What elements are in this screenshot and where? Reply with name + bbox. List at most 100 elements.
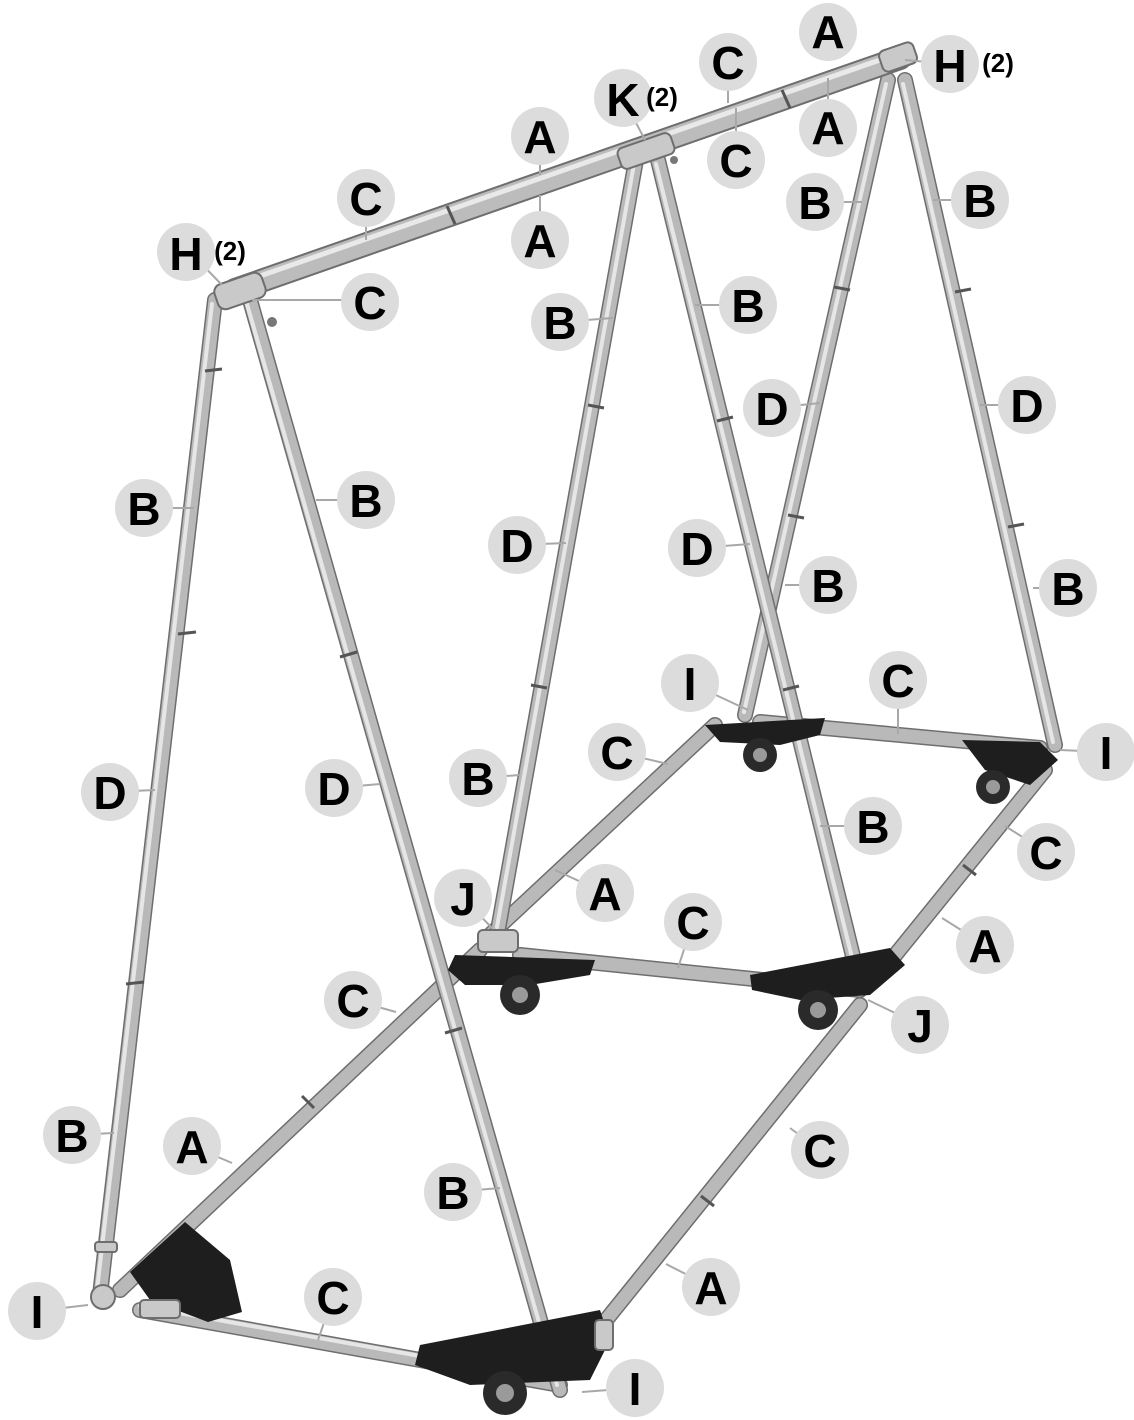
callout-bubble <box>1017 823 1075 881</box>
callout-letter: D <box>680 523 713 575</box>
callout-c-13: C <box>252 273 399 331</box>
callout-letter: B <box>798 177 831 229</box>
callout-bubble <box>799 3 857 61</box>
callout-letter: B <box>1051 563 1084 615</box>
callout-letter: C <box>711 37 744 89</box>
callout-c-37: C <box>324 971 397 1029</box>
callout-bubble <box>956 916 1014 974</box>
tube-front-left-leg <box>92 292 223 1303</box>
callout-a-10: A <box>511 195 569 269</box>
callout-b-15: B <box>695 276 777 334</box>
callout-bubble <box>799 556 857 614</box>
tube-top-beam <box>223 46 912 302</box>
callout-letter: H <box>933 40 966 92</box>
callout-bubble <box>1039 559 1097 617</box>
callout-letter: D <box>500 520 533 572</box>
callout-letter: B <box>731 280 764 332</box>
callout-bubble <box>576 864 634 922</box>
callout-letter: C <box>336 975 369 1027</box>
callout-bubble <box>786 173 844 231</box>
callout-bubble <box>661 654 719 712</box>
callout-letter: K <box>606 74 639 126</box>
callout-bubble <box>43 1106 101 1164</box>
callout-bubble <box>719 276 777 334</box>
callout-letter: I <box>629 1363 642 1415</box>
fitting-top-middle-k <box>616 132 678 170</box>
callout-letter: B <box>436 1167 469 1219</box>
callout-letter: D <box>317 763 350 815</box>
callout-letter: A <box>523 215 556 267</box>
callout-h-9: H (2) <box>157 223 246 286</box>
callout-letter: C <box>316 1272 349 1324</box>
callout-letter: B <box>543 297 576 349</box>
callout-c-32: C <box>1004 823 1075 881</box>
callout-letter: A <box>175 1121 208 1173</box>
callout-c-26: C <box>588 723 669 781</box>
callout-bubble <box>115 479 173 537</box>
callout-b-30: B <box>449 749 521 807</box>
callout-bubble <box>449 749 507 807</box>
callout-b-31: B <box>820 797 902 855</box>
callout-letter: B <box>856 801 889 853</box>
callout-letter: H <box>169 228 202 280</box>
callout-c-25: C <box>869 651 927 734</box>
callout-bubble <box>424 1163 482 1221</box>
callout-letter: B <box>811 560 844 612</box>
callout-a-7: A <box>511 107 569 175</box>
callout-letter: D <box>755 383 788 435</box>
callout-bubble <box>511 211 569 269</box>
callout-b-14: B <box>531 293 614 351</box>
callout-bubble <box>998 376 1056 434</box>
callout-bubble <box>305 759 363 817</box>
callout-bubble <box>951 171 1009 229</box>
callout-bubble <box>588 723 646 781</box>
callout-a-5: A <box>799 78 857 157</box>
callout-bubble <box>707 131 765 189</box>
tube-middle-left-leg <box>490 152 644 938</box>
callout-bubble <box>921 35 979 93</box>
tube-joint-bands <box>125 89 1025 1208</box>
callout-bubble <box>81 763 139 821</box>
callout-letter: C <box>803 1125 836 1177</box>
callout-letter: D <box>93 767 126 819</box>
callout-bubble <box>791 1121 849 1179</box>
callout-j-33: J <box>434 869 493 929</box>
callout-h-2: H (2) <box>904 35 1014 93</box>
callout-c-41: C <box>789 1121 849 1179</box>
callout-bubble <box>664 893 722 951</box>
callout-bubble <box>799 99 857 157</box>
callout-c-3: C <box>699 33 757 103</box>
callout-letter: I <box>684 658 697 710</box>
callout-a-40: A <box>163 1117 233 1175</box>
callout-d-29: D <box>305 759 381 817</box>
callout-bubble <box>531 293 589 351</box>
callout-bubble <box>606 1359 664 1417</box>
callout-letter: B <box>461 753 494 805</box>
callout-bubble <box>743 379 801 437</box>
caster-base-back-right <box>962 740 1058 804</box>
callout-b-22: B <box>785 556 857 614</box>
callout-bubble <box>682 1258 740 1316</box>
callout-letter: B <box>127 483 160 535</box>
caster-base-front-left <box>90 1222 242 1322</box>
callout-letter: C <box>719 135 752 187</box>
callout-bubble <box>844 797 902 855</box>
callout-letter: A <box>588 868 621 920</box>
callout-bubble <box>8 1282 66 1340</box>
callout-b-39: B <box>43 1106 115 1164</box>
callout-letter: C <box>600 727 633 779</box>
callout-d-20: D <box>488 516 567 574</box>
callout-b-18: B <box>115 479 194 537</box>
callout-a-34: A <box>554 864 634 922</box>
callout-a-36: A <box>941 916 1014 974</box>
callout-b-12: B <box>933 171 1009 229</box>
callout-b-23: B <box>1033 559 1097 617</box>
callout-b-11: B <box>786 173 862 231</box>
callout-d-17: D <box>980 376 1056 434</box>
callout-a-43: A <box>665 1258 740 1316</box>
callout-i-46: I <box>581 1359 664 1417</box>
callout-letter: C <box>353 277 386 329</box>
callout-c-45: C <box>304 1268 362 1341</box>
callout-bubble <box>304 1268 362 1326</box>
